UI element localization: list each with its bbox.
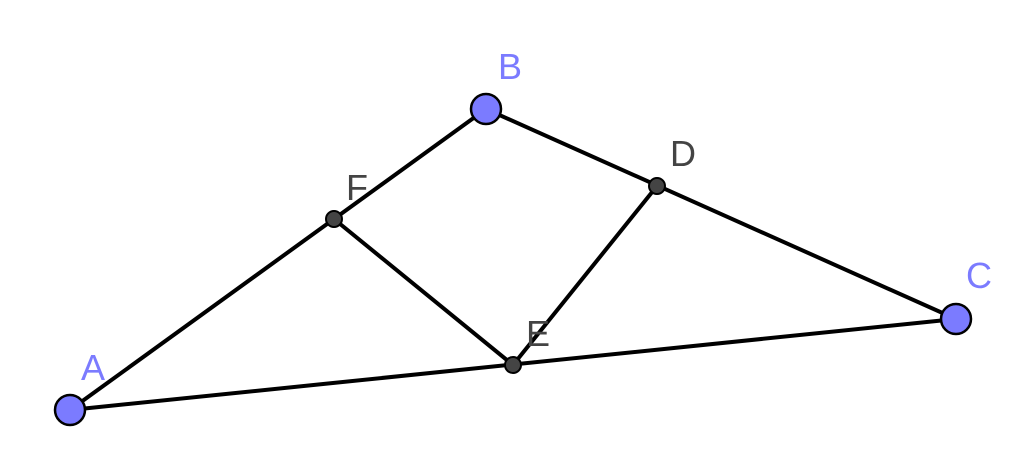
label-b: B <box>498 46 522 87</box>
point-b[interactable] <box>469 92 503 126</box>
label-f: F <box>346 167 368 208</box>
point-c[interactable] <box>939 302 973 336</box>
point-d[interactable] <box>648 177 666 195</box>
point-a[interactable] <box>53 393 87 427</box>
point-e[interactable] <box>504 356 522 374</box>
segment-bc <box>484 107 958 321</box>
label-a: A <box>81 347 105 388</box>
segment-de <box>511 184 659 367</box>
segment-fe <box>332 217 515 367</box>
segment-ab <box>68 107 488 412</box>
label-c: C <box>966 255 992 296</box>
point-f[interactable] <box>325 210 343 228</box>
label-d: D <box>670 133 696 174</box>
label-e: E <box>526 313 550 354</box>
